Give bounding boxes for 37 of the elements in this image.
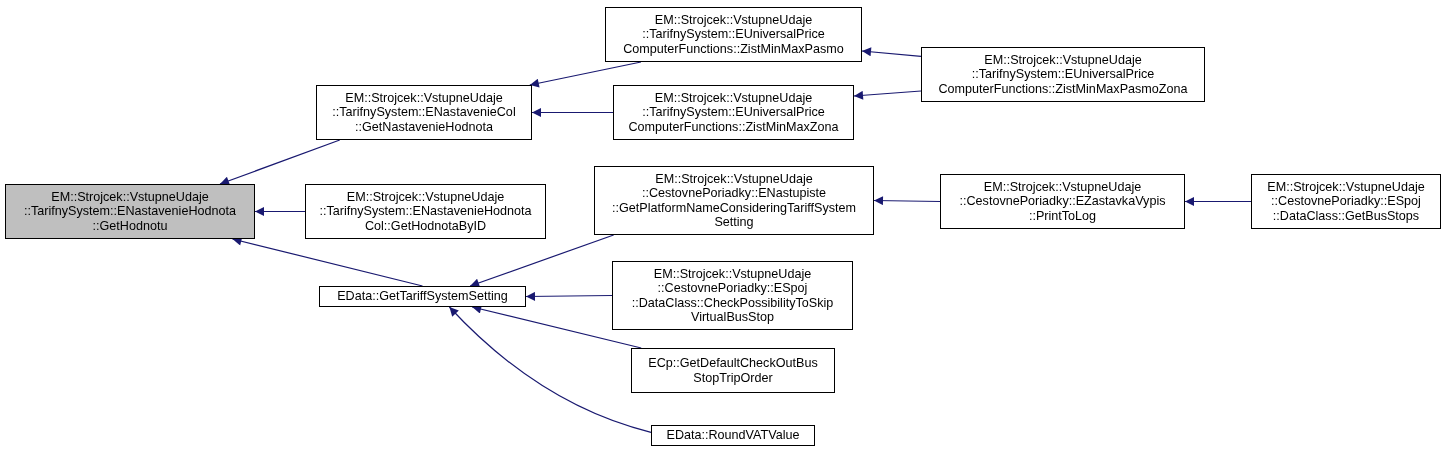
function-name: EData::GetTariffSystemSetting xyxy=(337,289,508,304)
function-name: EM::Strojcek::VstupneUdaje ::TarifnySystem::EUniversalPrice ComputerFunctions::ZistMinMaxZona xyxy=(627,90,840,135)
function-name: EM::Strojcek::VstupneUdaje ::TarifnySystem::EUniversalPrice ComputerFunctions::ZistMinMaxPasmoZona xyxy=(937,52,1189,97)
function-box xyxy=(651,425,815,446)
function-box xyxy=(1251,174,1441,229)
function-box xyxy=(319,286,526,307)
arrow xyxy=(531,108,614,117)
function-box xyxy=(605,7,862,62)
arrow xyxy=(219,139,341,186)
function-box xyxy=(612,261,853,330)
function-box xyxy=(631,348,835,393)
function-name: ECp::GetDefaultCheckOutBus StopTripOrder xyxy=(647,356,819,385)
function-name: EM::Strojcek::VstupneUdaje ::CestovnePoriadky::ESpoj ::DataClass::GetBusStops xyxy=(1266,179,1426,224)
function-box xyxy=(305,184,546,239)
function-box xyxy=(921,47,1205,102)
arrow xyxy=(529,61,642,88)
function-name: EM::Strojcek::VstupneUdaje ::TarifnySystem::EUniversalPrice ComputerFunctions::ZistMinMaxPasmo xyxy=(622,12,845,57)
arrow xyxy=(254,207,306,216)
arrow xyxy=(469,234,615,288)
arrow xyxy=(873,196,941,206)
function-name: EData::RoundVATValue xyxy=(666,428,800,443)
function-name: EM::Strojcek::VstupneUdaje ::TarifnySystem::ENastavenieHodnota ::GetHodnotu xyxy=(22,189,238,234)
function-box xyxy=(594,166,874,235)
arrow xyxy=(1184,197,1252,206)
arrow xyxy=(853,90,922,100)
function-box xyxy=(5,184,255,239)
function-name: EM::Strojcek::VstupneUdaje ::CestovnePoriadky::EZastavkaVypis ::PrintToLog xyxy=(958,179,1167,224)
function-name: EM::Strojcek::VstupneUdaje ::CestovnePoriadky::ENastupiste ::GetPlatformNameConsideringTariffSystem Setting xyxy=(610,171,857,230)
function-box xyxy=(316,85,532,140)
function-name: EM::Strojcek::VstupneUdaje ::TarifnySystem::ENastavenieCol ::GetNastavenieHodnota xyxy=(331,90,517,135)
function-name: EM::Strojcek::VstupneUdaje ::TarifnySystem::ENastavenieHodnota Col::GetHodnotaByID xyxy=(318,189,533,234)
function-name: EM::Strojcek::VstupneUdaje ::CestovnePoriadky::ESpoj ::DataClass::CheckPossibilityToSkip VirtualBusStop xyxy=(630,266,835,325)
arrow xyxy=(861,47,922,57)
arrow xyxy=(525,291,613,301)
function-box xyxy=(613,85,854,140)
function-box xyxy=(940,174,1185,229)
arrow xyxy=(448,306,652,433)
